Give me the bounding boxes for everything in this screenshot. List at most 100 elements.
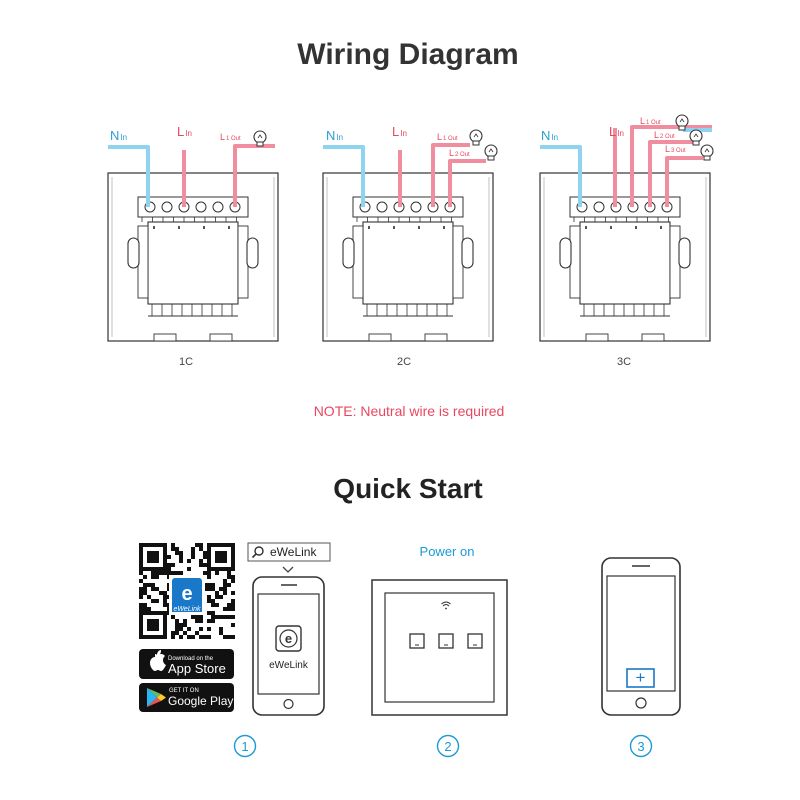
qr-module — [171, 635, 175, 639]
bulb-base — [487, 155, 495, 161]
label-l-in-1c: LIn — [177, 124, 192, 139]
caption-3c: 3C — [617, 356, 631, 368]
qr-module — [231, 591, 235, 595]
qr-module — [231, 615, 235, 619]
label-l1-out-3c: L1 Out — [640, 116, 661, 126]
qr-module — [215, 571, 219, 575]
neutral-wire-2c — [323, 145, 365, 207]
caption-2c: 2C — [397, 356, 411, 368]
qr-module — [223, 607, 227, 611]
phone-ewelink-app: e eWeLink — [252, 576, 325, 716]
bulb-filament — [693, 133, 699, 138]
terminal-mark — [393, 226, 395, 229]
bottom-clip-right — [424, 333, 448, 342]
qr-module — [143, 575, 147, 579]
qr-module — [179, 627, 183, 631]
qr-module — [151, 575, 155, 579]
qr-module — [171, 563, 175, 567]
qr-module — [143, 603, 147, 607]
bulb-icon — [484, 144, 498, 161]
qr-module — [179, 551, 183, 555]
terminal-mark — [635, 226, 637, 229]
qr-module — [163, 591, 167, 595]
bulb-base — [692, 140, 700, 146]
qr-module — [211, 603, 215, 607]
touch-key-3 — [467, 633, 483, 649]
qr-module — [171, 571, 175, 575]
neutral-wire-3c — [540, 145, 582, 207]
qr-module — [199, 563, 203, 567]
switch-panel-3c — [539, 172, 711, 342]
qr-module — [163, 599, 167, 603]
qr-module — [151, 571, 155, 575]
qr-module — [151, 583, 155, 587]
qr-module — [211, 583, 215, 587]
label-l2-out-2c: L2 Out — [449, 148, 470, 158]
qr-app-badge: e eWeLink — [172, 578, 202, 613]
apple-icon — [150, 650, 166, 671]
qr-module — [231, 579, 235, 583]
terminal-mark — [443, 226, 445, 229]
qr-module — [179, 623, 183, 627]
panel-inner-edge — [543, 177, 707, 337]
svg-text:eWeLink: eWeLink — [173, 606, 201, 613]
svg-text:1: 1 — [241, 739, 248, 754]
qr-module — [203, 563, 207, 567]
qr-module — [147, 595, 151, 599]
touch-key-2 — [438, 633, 454, 649]
module-fins — [366, 304, 448, 316]
switch-panel-1c — [107, 172, 279, 342]
qr-module — [231, 607, 235, 611]
add-device-button[interactable]: + — [626, 668, 655, 688]
bulb-icon — [253, 130, 267, 147]
terminal-mark — [228, 226, 230, 229]
bulb-glass — [484, 144, 498, 158]
terminal-mark — [585, 226, 587, 229]
qr-module — [191, 555, 195, 559]
qr-module — [231, 623, 235, 627]
qr-module — [167, 563, 171, 567]
qr-module — [171, 543, 175, 547]
svg-text:+: + — [636, 668, 646, 687]
qr-module — [203, 571, 207, 575]
qr-module — [163, 595, 167, 599]
qr-module — [139, 579, 143, 583]
qr-module — [207, 587, 211, 591]
bulb-filament — [704, 148, 710, 153]
google-play-badge[interactable]: GET IT ON Google Play — [139, 683, 234, 712]
qr-module — [211, 615, 215, 619]
qr-module — [139, 587, 143, 591]
qr-module — [199, 543, 203, 547]
terminal-mark — [153, 226, 155, 229]
terminal-screw — [195, 201, 207, 213]
terminal-screw — [593, 201, 605, 213]
label-l1-out-1c: L1 Out — [220, 132, 241, 142]
l2-out-wire-3c — [648, 140, 695, 207]
l2-out-wire-2c — [448, 159, 486, 207]
touch-key-1 — [409, 633, 425, 649]
qr-module — [155, 575, 159, 579]
qr-module — [167, 571, 171, 575]
qr-module — [227, 615, 231, 619]
app-store-badge[interactable]: Download on the App Store — [139, 649, 234, 679]
terminal-screw — [376, 201, 388, 213]
mount-slot-right — [678, 237, 691, 269]
terminal-mark — [178, 226, 180, 229]
qr-module — [215, 603, 219, 607]
qr-module — [207, 627, 211, 631]
qr-module — [227, 603, 231, 607]
terminal-mark — [368, 226, 370, 229]
qr-module — [159, 591, 163, 595]
qr-module — [207, 619, 211, 623]
qr-module — [223, 579, 227, 583]
label-l3-out-3c: L3 Out — [665, 144, 686, 154]
qr-module — [207, 611, 211, 615]
bottom-clip-left — [153, 333, 177, 342]
qr-module — [187, 635, 191, 639]
qr-module — [139, 607, 143, 611]
qr-module — [207, 635, 211, 639]
qr-module — [171, 615, 175, 619]
qr-module — [155, 587, 159, 591]
ewelink-search-box[interactable]: eWeLink — [247, 542, 331, 562]
terminal-teeth — [573, 217, 669, 222]
